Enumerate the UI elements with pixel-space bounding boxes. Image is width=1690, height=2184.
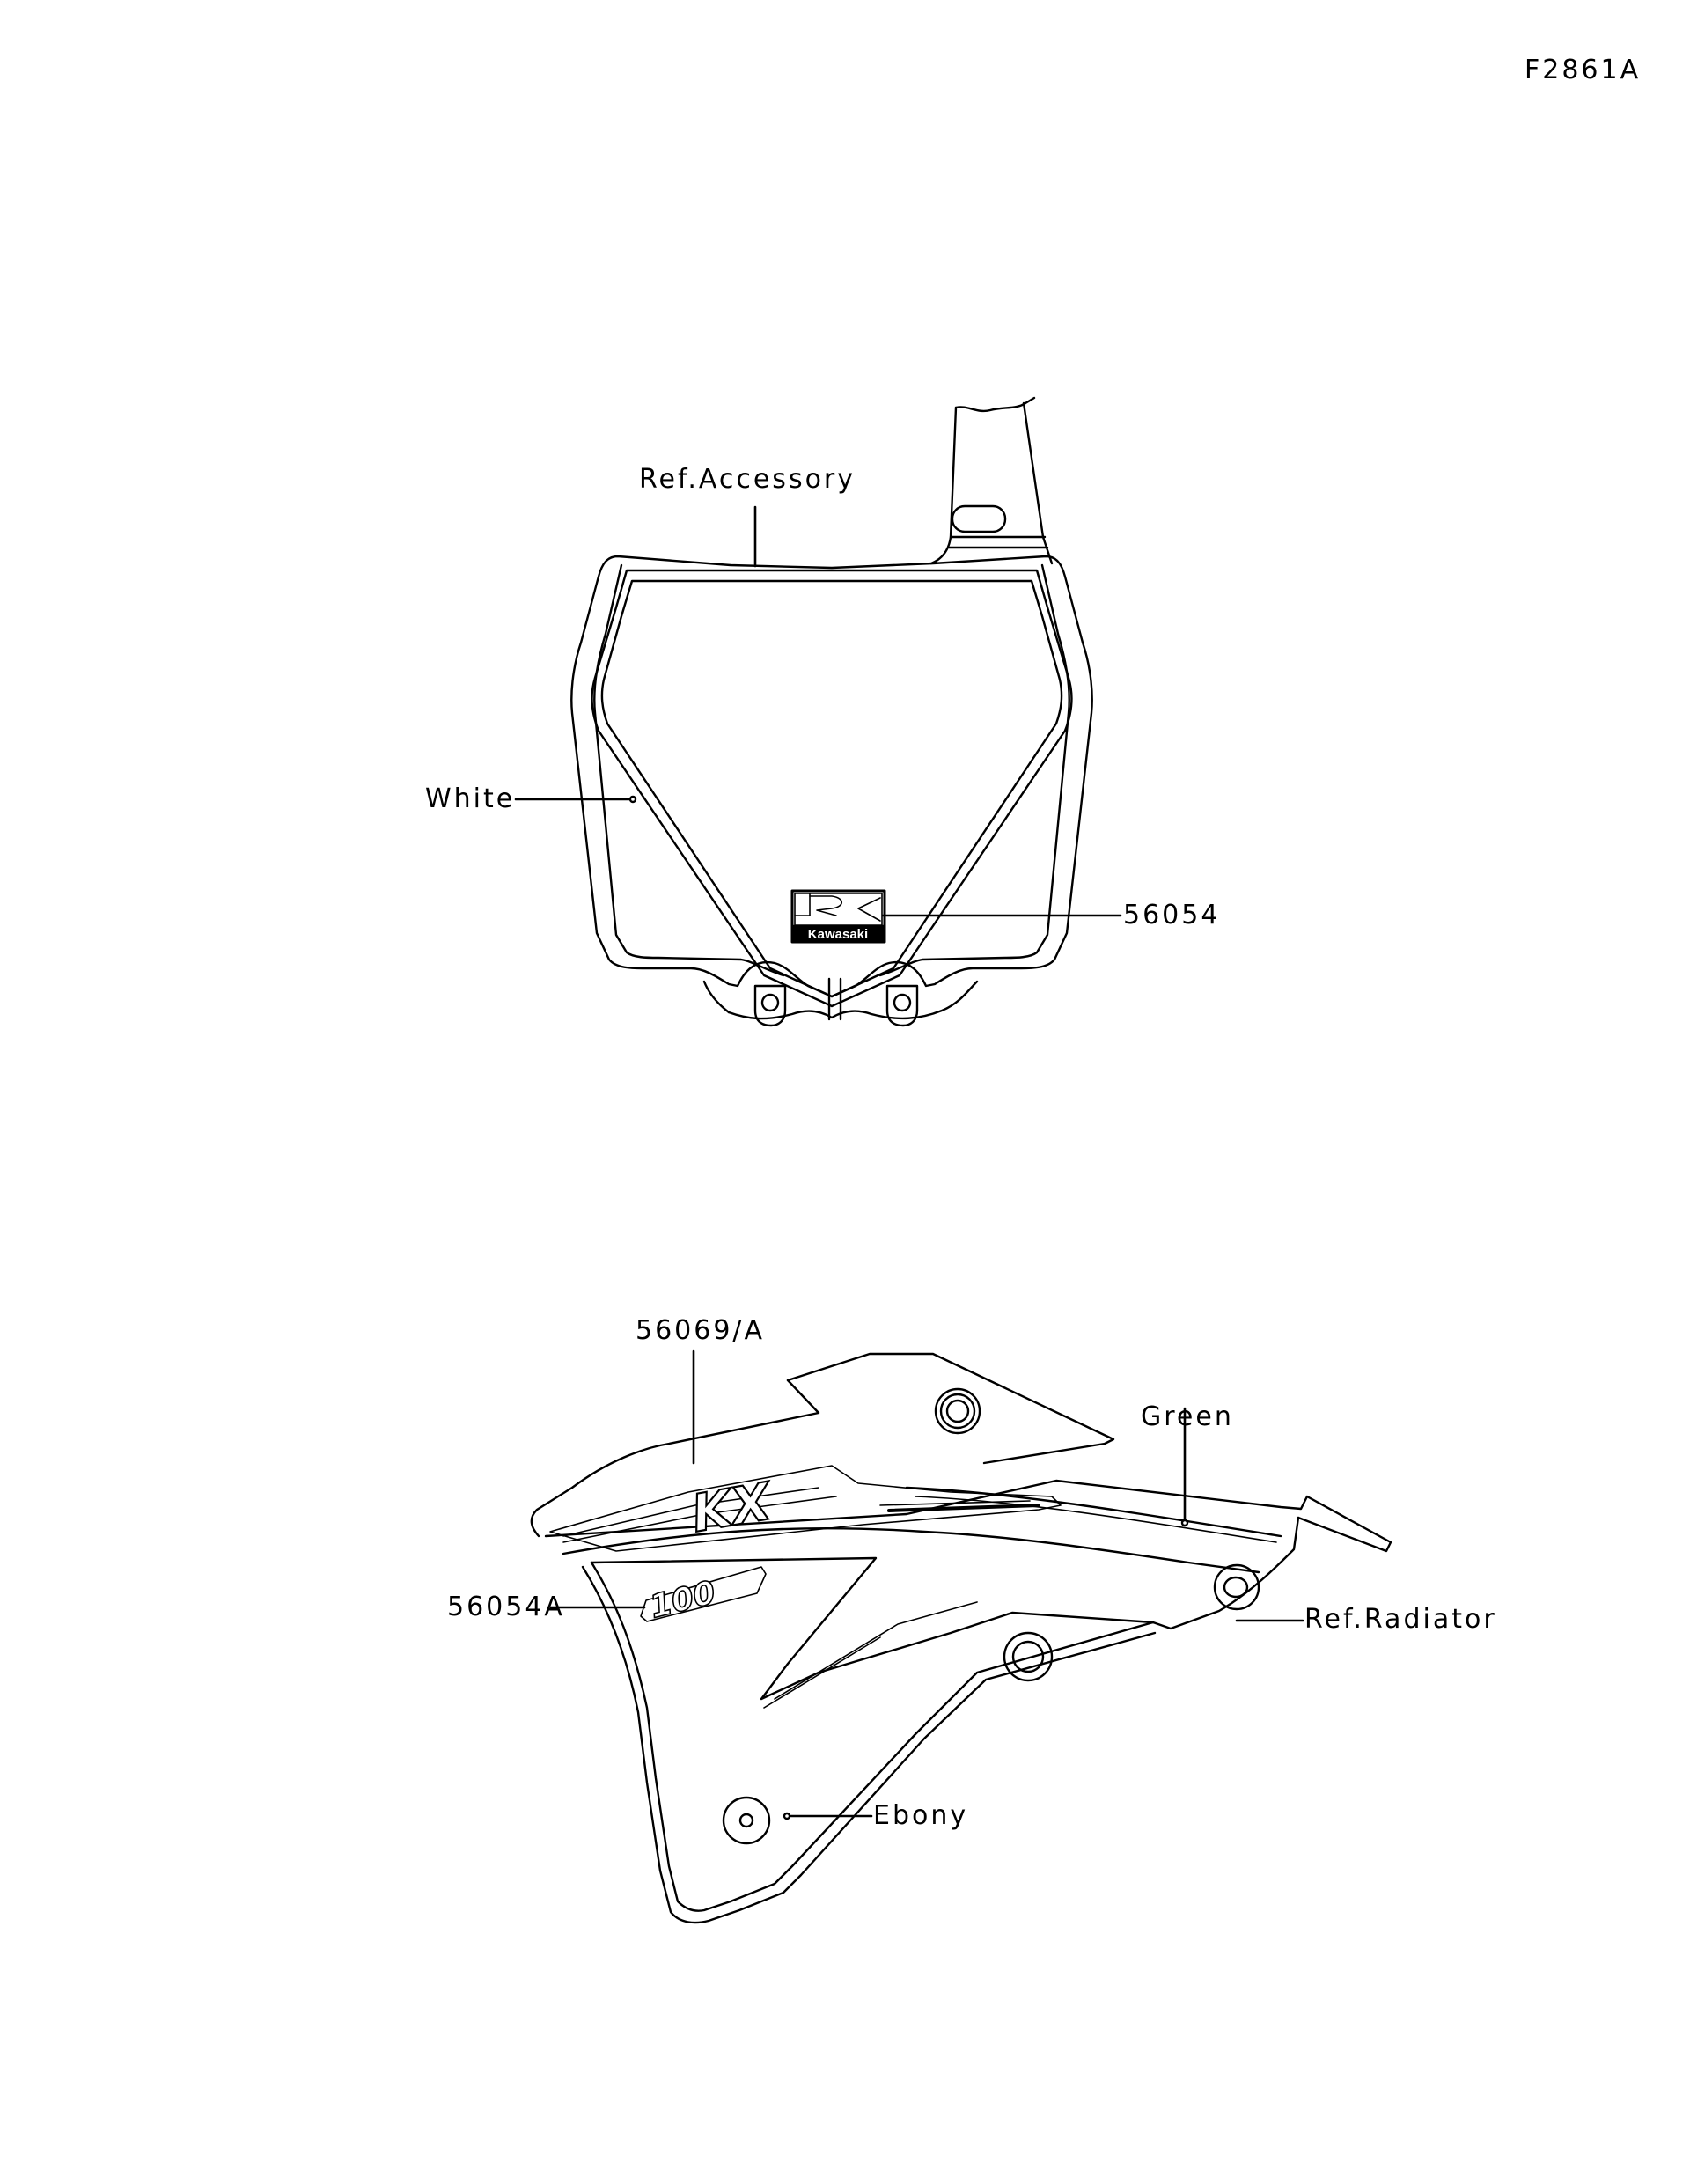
kawasaki-logo-text: Kawasaki bbox=[808, 927, 868, 942]
callout-56054: 56054 bbox=[1123, 900, 1221, 930]
kx-decal: KX bbox=[549, 1465, 1062, 1552]
callout-ref-radiator: Ref.Radiator bbox=[1304, 1604, 1497, 1635]
radiator-shroud-drawing: KX 100 bbox=[530, 1349, 1392, 1924]
callout-ref-accessory: Ref.Accessory bbox=[639, 464, 856, 495]
callout-white: White bbox=[425, 783, 516, 814]
kx-logo-text: KX bbox=[687, 1471, 778, 1544]
callout-green: Green bbox=[1141, 1401, 1234, 1432]
model-100-decal: 100 bbox=[640, 1566, 767, 1627]
kawasaki-logo-icon: Kawasaki bbox=[790, 889, 886, 944]
callout-56069-a: 56069/A bbox=[636, 1315, 766, 1346]
callout-56054a: 56054A bbox=[447, 1592, 565, 1622]
figure-id: F2861A bbox=[1525, 55, 1642, 85]
callout-ebony: Ebony bbox=[873, 1800, 969, 1831]
model-100-text: 100 bbox=[646, 1575, 719, 1626]
number-plate-drawing: Kawasaki bbox=[514, 396, 1122, 1027]
